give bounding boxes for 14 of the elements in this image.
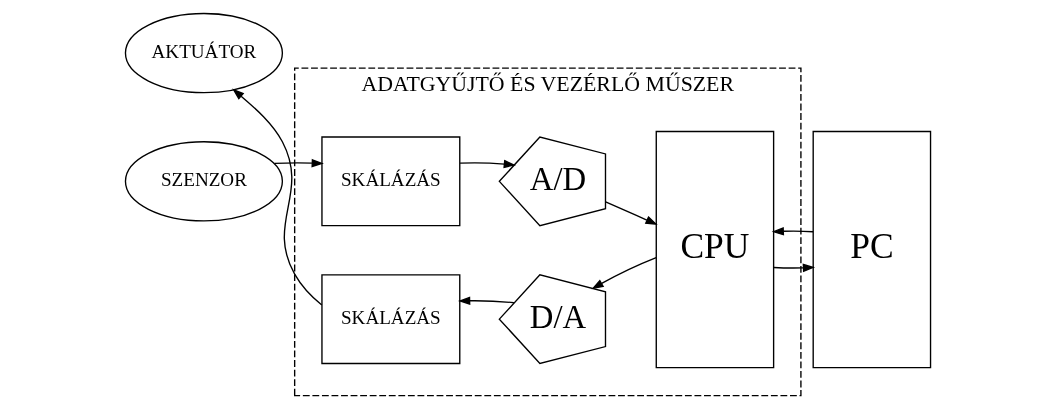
arrow [773,263,816,273]
node-ellipse: SZENZOR [124,141,284,222]
node-box: PC [812,130,932,369]
arrow [459,159,516,169]
arrow [604,201,658,225]
node-box: SKÁLÁZÁS [321,274,461,365]
node-box: SKÁLÁZÁS [321,136,461,227]
arrow [591,256,657,290]
node-box: CPU [655,130,775,369]
arrow [458,296,515,306]
arrow [232,88,323,306]
arrow [771,226,814,236]
node-ellipse: AKTUÁTOR [124,12,284,94]
arrow [273,158,324,168]
